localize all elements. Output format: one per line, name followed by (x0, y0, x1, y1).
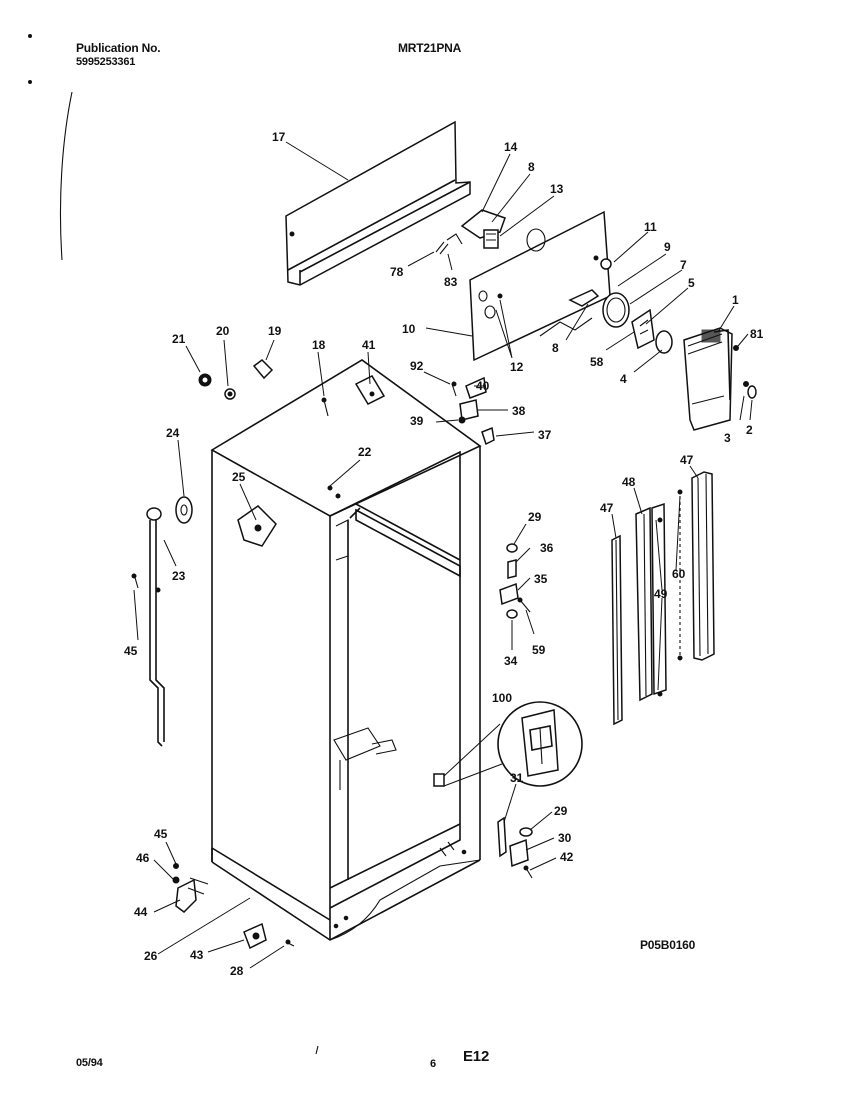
callout-34: 34 (504, 654, 518, 668)
callout-58: 58 (590, 355, 604, 369)
washer-part (506, 543, 518, 553)
callout-92: 92 (410, 359, 424, 373)
callout-19: 19 (268, 324, 282, 338)
callout-13: 13 (550, 182, 564, 196)
callout-25: 25 (232, 470, 246, 484)
callout-1: 1 (732, 293, 739, 307)
callout-81: 81 (750, 327, 764, 341)
leveling-leg-part (175, 878, 197, 913)
callout-47b: 47 (600, 501, 614, 515)
callout-100: 100 (492, 691, 512, 705)
hinge-part (499, 582, 519, 606)
cap-part (481, 426, 495, 446)
callout-18: 18 (312, 338, 326, 352)
washer-part (506, 609, 518, 619)
margin-mark (59, 91, 73, 261)
callout-10: 10 (402, 322, 416, 336)
washer-part (519, 827, 533, 837)
callout-7: 7 (680, 258, 687, 272)
bracket-part (354, 375, 386, 405)
callout-47: 47 (680, 453, 694, 467)
detail-view (433, 701, 583, 787)
callout-30: 30 (558, 831, 572, 845)
damper-part (568, 289, 600, 307)
callout-8b: 8 (552, 341, 559, 355)
hinge-part (509, 838, 529, 868)
callout-37: 37 (538, 428, 552, 442)
callout-21: 21 (172, 332, 186, 346)
callout-41: 41 (362, 338, 376, 352)
hinge-part (459, 399, 479, 421)
callout-29b: 29 (554, 804, 568, 818)
section-code: E12 (463, 1048, 490, 1065)
callout-5: 5 (688, 276, 695, 290)
cabinet-body (210, 359, 482, 941)
callout-3: 3 (724, 431, 731, 445)
callout-24: 24 (166, 426, 180, 440)
callout-36: 36 (540, 541, 554, 555)
control-bracket-part (435, 209, 506, 255)
callout-28: 28 (230, 964, 244, 978)
model-number: MRT21PNA (398, 41, 462, 55)
grommet-part (175, 496, 193, 524)
callout-39: 39 (410, 414, 424, 428)
callout-29: 29 (528, 510, 542, 524)
callout-45b: 45 (154, 827, 168, 841)
tick-mark (315, 1045, 319, 1055)
page-number: 6 (430, 1058, 436, 1070)
callout-46: 46 (136, 851, 150, 865)
plug-part (252, 359, 274, 380)
callout-38: 38 (512, 404, 526, 418)
callout-20: 20 (216, 324, 230, 338)
shim-part (497, 816, 507, 858)
top-cover-part (285, 120, 471, 286)
callout-40: 40 (476, 379, 490, 393)
callout-9: 9 (664, 240, 671, 254)
callout-17: 17 (272, 130, 286, 144)
callout-59: 59 (532, 643, 546, 657)
callout-23: 23 (172, 569, 186, 583)
fan-motor-part (631, 308, 655, 350)
publication-number: 5995253361 (76, 56, 136, 68)
callout-8: 8 (528, 160, 535, 174)
margin-dot (28, 34, 32, 38)
pin-part (507, 559, 517, 579)
callout-43: 43 (190, 948, 204, 962)
callout-78: 78 (390, 265, 404, 279)
publication-label: Publication No. (76, 41, 161, 55)
callout-48: 48 (622, 475, 636, 489)
breaker-strip-part (691, 471, 715, 661)
breaker-strip-part (635, 502, 667, 702)
leader-lines (133, 141, 753, 969)
callout-4: 4 (620, 372, 627, 386)
callout-labels: 17 14 8 13 11 9 7 5 1 81 78 83 10 8 58 1… (124, 130, 764, 978)
knob-part (600, 258, 612, 270)
callout-22: 22 (358, 445, 372, 459)
callout-12: 12 (510, 360, 524, 374)
margin-dot (28, 80, 32, 84)
fan-blade-part (655, 330, 673, 354)
callout-14: 14 (504, 140, 518, 154)
callout-26: 26 (144, 949, 158, 963)
publication-date: 05/94 (76, 1057, 103, 1069)
hinge-cover-part (465, 376, 487, 399)
breaker-strip-part (611, 534, 623, 726)
callout-83: 83 (444, 275, 458, 289)
callout-49: 49 (654, 587, 668, 601)
callout-2: 2 (746, 423, 753, 437)
callout-60: 60 (672, 567, 686, 581)
callout-35: 35 (534, 572, 548, 586)
callout-45: 45 (124, 644, 138, 658)
callout-31: 31 (510, 771, 524, 785)
screw-part (323, 399, 329, 417)
screw-part (519, 599, 531, 613)
callout-42: 42 (560, 850, 574, 864)
drain-tube-part (146, 507, 165, 747)
evaporator-cover-part (683, 327, 733, 431)
callout-44: 44 (134, 905, 148, 919)
callout-11: 11 (644, 220, 657, 234)
diagram-reference-code: P05B0160 (640, 938, 696, 952)
